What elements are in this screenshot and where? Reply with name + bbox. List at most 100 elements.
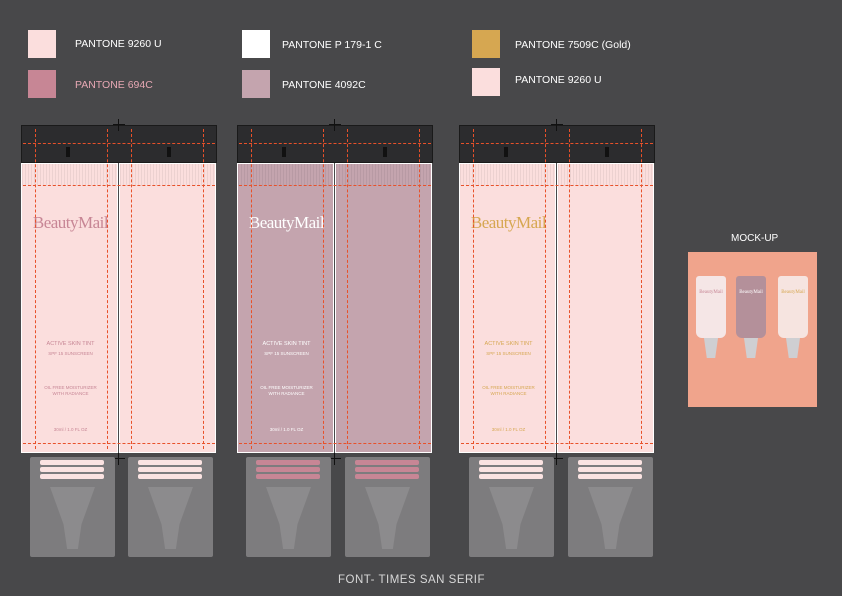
brand-logo: BeautyMail xyxy=(470,213,547,232)
cap-nozzle xyxy=(489,487,534,549)
crimp-area xyxy=(120,164,215,186)
product-name: ACTIVE SKIN TINT xyxy=(262,341,311,347)
guide-line xyxy=(239,443,431,444)
registration-mark xyxy=(113,119,125,131)
seal-strip xyxy=(21,125,217,163)
guide-line xyxy=(23,443,215,444)
swatch-label: PANTONE 7509C (Gold) xyxy=(515,39,631,51)
cap-nozzle xyxy=(266,487,311,549)
tube-cap xyxy=(246,457,331,557)
seal-strip xyxy=(459,125,655,163)
registration-mark xyxy=(113,453,125,465)
notch-mark xyxy=(383,147,387,157)
tube-dieline: BeautyMail ACTIVE SKIN TINT SPF 15 SUNSC… xyxy=(237,119,433,465)
guide-line xyxy=(239,143,431,144)
cap-band xyxy=(40,474,104,479)
tube-dieline: BeautyMail ACTIVE SKIN TINT SPF 15 SUNSC… xyxy=(459,119,655,465)
swatch-label: PANTONE 9260 U xyxy=(75,38,162,50)
cap-band xyxy=(138,474,202,479)
crimp-area xyxy=(22,164,117,186)
cap-band xyxy=(355,467,419,472)
cap-band xyxy=(578,474,642,479)
guide-line xyxy=(641,129,642,449)
guide-line xyxy=(419,129,420,449)
guide-line xyxy=(35,129,36,449)
notch-mark xyxy=(282,147,286,157)
guide-line xyxy=(131,129,132,449)
cap-band xyxy=(256,474,320,479)
swatch-label: PANTONE 9260 U xyxy=(515,74,602,86)
product-name: ACTIVE SKIN TINT xyxy=(46,341,95,347)
guide-line xyxy=(545,129,546,449)
crimp-area xyxy=(558,164,653,186)
cap-band xyxy=(138,467,202,472)
product-desc-2: WITH RADIANCE xyxy=(52,391,89,396)
size-text: 30ml / 1.0 FL OZ xyxy=(53,427,88,432)
cap-band xyxy=(479,467,543,472)
swatch-7509c-gold xyxy=(472,30,500,58)
swatch-4092c xyxy=(242,70,270,98)
spf-text: SPF 15 SUNSCREEN xyxy=(48,351,93,356)
brand-logo: BeautyMail xyxy=(32,213,109,232)
notch-mark xyxy=(504,147,508,157)
tube-panel-right xyxy=(119,163,216,453)
registration-mark xyxy=(329,453,341,465)
guide-line xyxy=(347,129,348,449)
cap-band xyxy=(256,460,320,465)
product-name: ACTIVE SKIN TINT xyxy=(484,341,533,347)
mockup-brand: BeautyMail xyxy=(699,290,723,295)
swatch-label: PANTONE P 179-1 C xyxy=(282,39,382,51)
mockup-image: BeautyMail BeautyMail BeautyMail xyxy=(688,252,817,407)
tube-panel-left: BeautyMail ACTIVE SKIN TINT SPF 15 SUNSC… xyxy=(459,163,556,453)
mockup-cap xyxy=(704,338,718,358)
swatch-label: PANTONE 4092C xyxy=(282,79,366,91)
cap-band xyxy=(138,460,202,465)
mockup-tube-pink: BeautyMail xyxy=(696,276,726,338)
guide-line xyxy=(251,129,252,449)
tube-panel-left: BeautyMail ACTIVE SKIN TINT SPF 15 SUNSC… xyxy=(237,163,334,453)
spf-text: SPF 15 SUNSCREEN xyxy=(264,351,309,356)
tube-cap xyxy=(128,457,213,557)
tube-dieline: BeautyMail ACTIVE SKIN TINT SPF 15 SUNSC… xyxy=(21,119,217,465)
tube-cap xyxy=(345,457,430,557)
tube-cap xyxy=(30,457,115,557)
cap-band xyxy=(355,460,419,465)
swatch-9260u xyxy=(28,30,56,58)
registration-mark xyxy=(551,119,563,131)
cap-nozzle xyxy=(365,487,410,549)
cap-band xyxy=(578,467,642,472)
swatch-label: PANTONE 694C xyxy=(75,79,153,91)
registration-mark xyxy=(551,453,563,465)
swatch-694c xyxy=(28,70,56,98)
crimp-area xyxy=(238,164,333,186)
mockup-brand: BeautyMail xyxy=(781,290,805,295)
cap-band xyxy=(578,460,642,465)
product-desc-2: WITH RADIANCE xyxy=(268,391,305,396)
guide-line xyxy=(23,185,215,186)
product-desc: OIL FREE MOISTURIZER xyxy=(44,385,97,390)
guide-line xyxy=(461,143,653,144)
guide-line xyxy=(323,129,324,449)
notch-mark xyxy=(605,147,609,157)
size-text: 30ml / 1.0 FL OZ xyxy=(491,427,526,432)
tube-panel-right xyxy=(335,163,432,453)
swatch-179-1c xyxy=(242,30,270,58)
cap-band xyxy=(256,467,320,472)
cap-band xyxy=(479,474,543,479)
registration-mark xyxy=(329,119,341,131)
notch-mark xyxy=(66,147,70,157)
guide-line xyxy=(203,129,204,449)
guide-line xyxy=(569,129,570,449)
tube-cap xyxy=(568,457,653,557)
guide-line xyxy=(23,143,215,144)
font-note: FONT- TIMES SAN SERIF xyxy=(338,574,486,586)
cap-nozzle xyxy=(50,487,95,549)
mockup-cap xyxy=(786,338,800,358)
cap-band xyxy=(40,467,104,472)
crimp-area xyxy=(460,164,555,186)
spf-text: SPF 15 SUNSCREEN xyxy=(486,351,531,356)
cap-band xyxy=(355,474,419,479)
seal-strip xyxy=(237,125,433,163)
product-desc: OIL FREE MOISTURIZER xyxy=(482,385,535,390)
mockup-tube-gold: BeautyMail xyxy=(778,276,808,338)
